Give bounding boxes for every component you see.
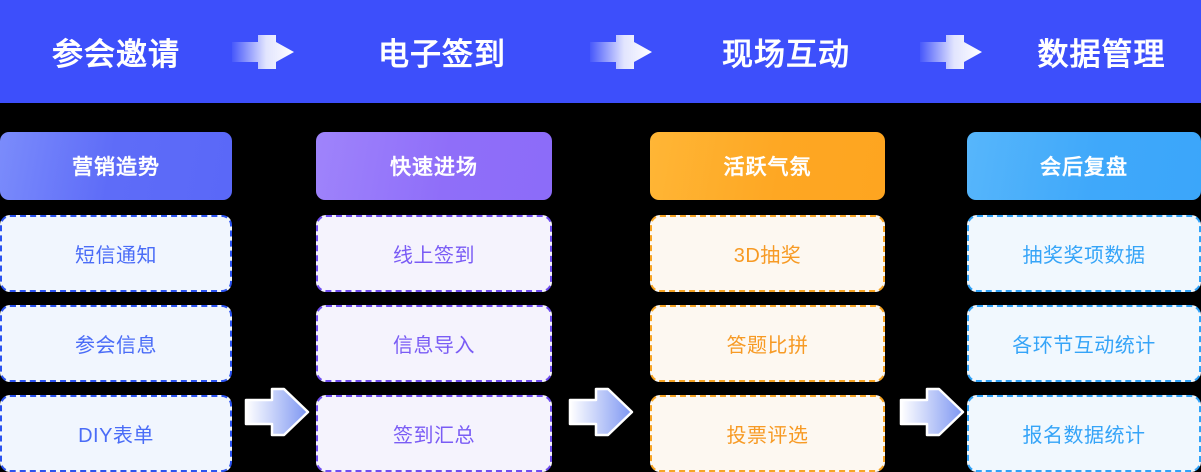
feature-card[interactable]: 短信通知 [0, 215, 232, 292]
column-header-card[interactable]: 营销造势 [0, 132, 232, 200]
header-stage-4: 数据管理 [1037, 37, 1166, 72]
column-header-card[interactable]: 快速进场 [316, 132, 552, 200]
feature-card[interactable]: 3D抽奖 [650, 215, 885, 292]
feature-card[interactable]: 答题比拼 [650, 305, 885, 382]
feature-card[interactable]: 各环节互动统计 [967, 305, 1201, 382]
header-stage-2: 电子签到 [378, 37, 506, 72]
header-stage-1: 参会邀请 [52, 37, 180, 72]
arrow-right-icon [920, 34, 982, 69]
double-chevron-right-icon [244, 386, 310, 438]
feature-card[interactable]: 报名数据统计 [967, 395, 1201, 472]
feature-card[interactable]: 线上签到 [316, 215, 552, 292]
feature-card[interactable]: 签到汇总 [316, 395, 552, 472]
header-stage-3: 现场互动 [722, 37, 850, 72]
feature-card[interactable]: 信息导入 [316, 305, 552, 382]
feature-card[interactable]: 投票评选 [650, 395, 885, 472]
stage-header-band: 参会邀请 电子签到 现场互动 [0, 0, 1201, 103]
stage-columns: 营销造势 短信通知 参会信息 DIY表单 快速进场 线上签到 信息导入 签到汇总 [0, 103, 1201, 472]
feature-card[interactable]: 抽奖奖项数据 [967, 215, 1201, 292]
column-header-card[interactable]: 会后复盘 [967, 132, 1201, 200]
column-header-card[interactable]: 活跃气氛 [650, 132, 885, 200]
stage-column-marketing: 营销造势 短信通知 参会信息 DIY表单 [0, 103, 232, 472]
feature-card[interactable]: DIY表单 [0, 395, 232, 472]
stage-column-interaction: 活跃气氛 3D抽奖 答题比拼 投票评选 [650, 103, 885, 472]
double-chevron-right-icon [899, 386, 965, 438]
stage-column-data: 会后复盘 抽奖奖项数据 各环节互动统计 报名数据统计 [967, 103, 1201, 472]
arrow-right-icon [232, 34, 294, 69]
stage-column-checkin: 快速进场 线上签到 信息导入 签到汇总 [316, 103, 552, 472]
arrow-right-icon [590, 34, 652, 69]
double-chevron-right-icon [568, 386, 634, 438]
feature-card[interactable]: 参会信息 [0, 305, 232, 382]
